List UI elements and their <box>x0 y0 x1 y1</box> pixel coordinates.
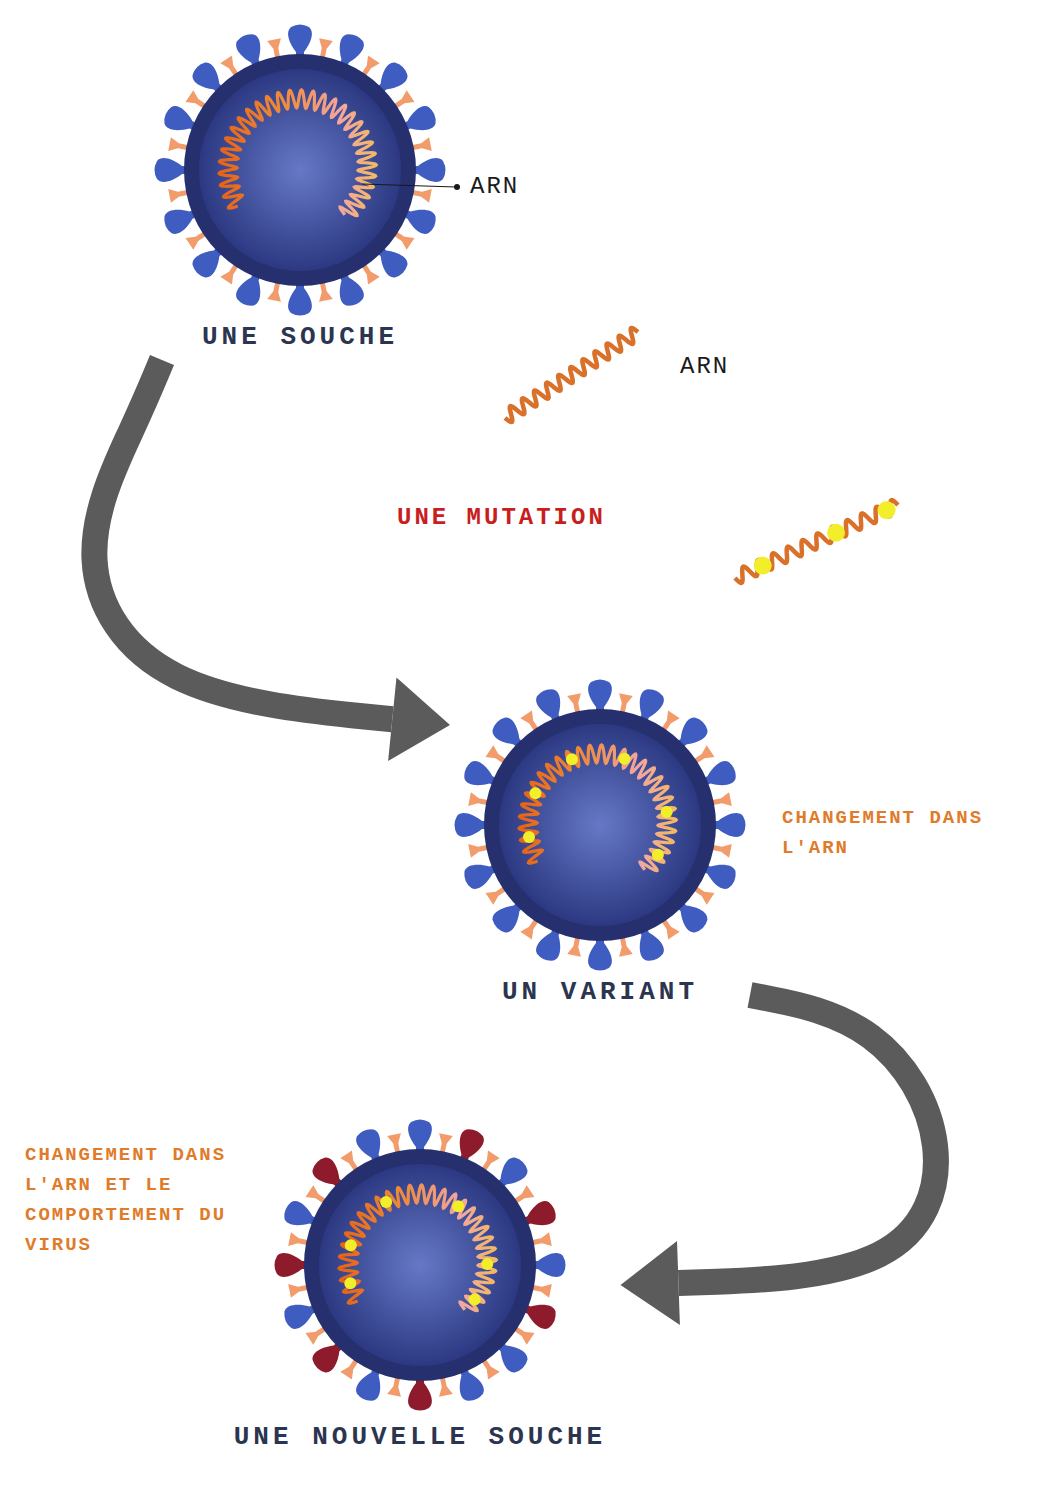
virus-drawing <box>455 680 746 971</box>
mutation-dot <box>481 1258 493 1270</box>
virus-envelope <box>184 54 416 286</box>
mutation-dot <box>345 1239 357 1251</box>
leader-line <box>362 184 456 187</box>
mutation-dot <box>754 557 772 575</box>
part-label: ARN <box>470 168 519 206</box>
virus-node: UNE SOUCHE <box>150 30 450 358</box>
virus-drawing <box>155 25 446 316</box>
virus-envelope <box>304 1149 536 1381</box>
node-heading: UNE NOUVELLE SOUCHE <box>230 1420 610 1454</box>
virus-drawing <box>275 1120 566 1411</box>
note-label: CHANGEMENT DANS L'ARN ET LE COMPORTEMENT… <box>25 1140 265 1260</box>
flow-arrow <box>94 360 450 761</box>
flow-arrow <box>621 995 936 1325</box>
node-heading: UNE SOUCHE <box>198 320 402 354</box>
arrow-body <box>678 995 935 1283</box>
mutation-dot <box>523 831 535 843</box>
mutation-dot <box>652 849 664 861</box>
process-label: UNE MUTATION <box>397 499 606 537</box>
mutation-dot <box>380 1196 392 1208</box>
mutation-dot <box>827 524 845 542</box>
rna-strand <box>519 745 676 871</box>
note-label: CHANGEMENT DANS L'ARN <box>782 803 1022 863</box>
arrow-head <box>621 1241 680 1325</box>
mutation-dot <box>469 1293 481 1305</box>
mutation-dot <box>618 753 630 765</box>
rna-strand <box>735 500 898 583</box>
mutation-dot <box>878 501 896 519</box>
virus-core <box>319 1164 521 1366</box>
arrow-head <box>388 677 450 761</box>
mutation-dot <box>529 787 541 799</box>
virus-node: UNE NOUVELLE SOUCHE <box>220 1125 621 1458</box>
virus-envelope <box>484 709 716 941</box>
rna-strand <box>219 90 376 216</box>
mutation-dot <box>344 1277 356 1289</box>
virus-core <box>199 69 401 271</box>
mutation-dot <box>661 806 673 818</box>
mutation-dot <box>566 753 578 765</box>
virus-node: UN VARIANT <box>450 685 750 1013</box>
arrow-body <box>94 360 392 719</box>
virus-core <box>499 724 701 926</box>
part-label: ARN <box>680 348 729 386</box>
leader-dot <box>454 184 460 190</box>
rna-strand <box>505 328 638 422</box>
node-heading: UN VARIANT <box>498 975 702 1009</box>
mutation-dot <box>452 1200 464 1212</box>
rna-strand <box>339 1185 496 1311</box>
